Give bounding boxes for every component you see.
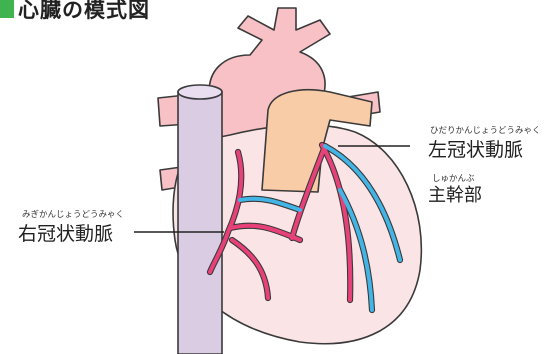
vena-cava bbox=[178, 86, 222, 354]
left-coronary-label: 左冠状動脈 bbox=[428, 135, 523, 162]
right-coronary-label: 右冠状動脈 bbox=[18, 219, 113, 246]
main-trunk-label: 主幹部 bbox=[428, 181, 482, 207]
vena-cava-top bbox=[178, 85, 222, 99]
